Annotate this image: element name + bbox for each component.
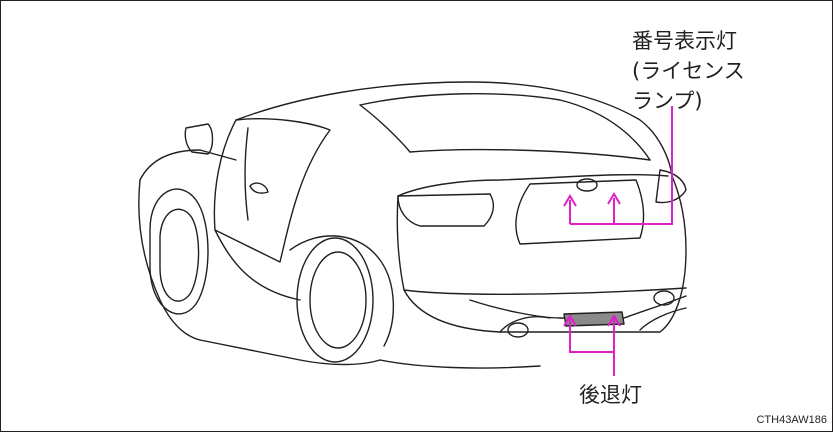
- door-pillar: [244, 127, 249, 221]
- front-wheel-rim: [159, 208, 200, 302]
- license-lamp-label: 番号表示灯 (ライセンス ランプ): [632, 26, 745, 116]
- side-sill: [199, 339, 381, 366]
- backup-arrow-left: [563, 314, 577, 327]
- side-window: [213, 118, 331, 263]
- backup-lamp-label: 後退灯: [579, 383, 642, 407]
- leader-lines: [563, 106, 673, 376]
- ground-line: [379, 359, 541, 369]
- right-tail-light: [655, 169, 687, 204]
- rear-panel: [396, 175, 687, 333]
- front-wheel: [149, 188, 209, 315]
- trunk-lid-top: [397, 173, 669, 197]
- bumper-line: [403, 287, 687, 295]
- exhaust-left: [507, 322, 529, 338]
- license-arrow-left: [563, 194, 577, 207]
- front-fender-top: [139, 149, 237, 181]
- rear-window-top: [359, 92, 651, 161]
- license-plate-recess: [515, 179, 645, 245]
- exhaust-right: [653, 290, 675, 306]
- door-handle: [249, 182, 269, 194]
- license-lamp-label-line2: (ライセンス: [632, 59, 745, 83]
- diffuser-right: [639, 307, 687, 331]
- rear-tire: [296, 237, 374, 363]
- license-lamp-label-line3: ランプ): [632, 89, 703, 113]
- backup-leader-bracket: [569, 318, 615, 353]
- left-tail-light: [397, 193, 495, 227]
- side-crease: [214, 229, 301, 301]
- license-lamp-label-line1: 番号表示灯: [632, 29, 737, 53]
- rear-rim: [309, 251, 367, 349]
- roof-line: [235, 81, 673, 177]
- rear-arch: [289, 235, 394, 347]
- side-mirror: [184, 123, 214, 155]
- rear-window: [359, 104, 651, 161]
- diffuser-left: [499, 316, 551, 333]
- emblem: [576, 178, 598, 192]
- car-body: [138, 81, 687, 369]
- front-nose: [138, 179, 201, 341]
- figure-code: CTH43AW186: [756, 414, 827, 426]
- license-arrow-right: [607, 192, 621, 205]
- backup-arrow-right: [607, 314, 621, 327]
- license-leader-main: [570, 106, 673, 225]
